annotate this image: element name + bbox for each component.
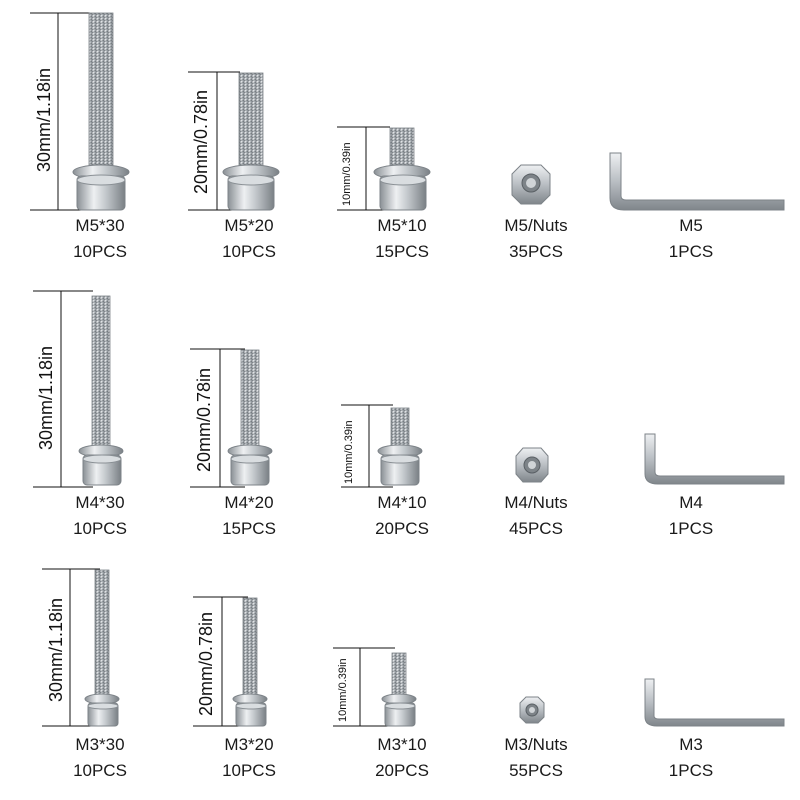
dimension-label: 30mm/1.18in (34, 67, 54, 172)
dimension-label: 30mm/1.18in (36, 345, 56, 450)
item-label: M3*30 10PCS (40, 732, 160, 784)
screw-m5-10 (373, 127, 431, 211)
item-name: M4 (679, 493, 703, 512)
item-name: M3*10 (377, 735, 427, 754)
item-quantity: 1PCS (668, 242, 714, 261)
item-name: M3*20 (224, 735, 274, 754)
item-name: M4*20 (224, 493, 274, 512)
item-quantity: 15PCS (222, 519, 276, 538)
hex-key-m4 (644, 433, 785, 485)
screw-m4-30 (78, 295, 124, 486)
item-quantity: 10PCS (222, 242, 276, 261)
item-label: M5*20 10PCS (189, 213, 309, 265)
item-label: M3*20 10PCS (189, 732, 309, 784)
item-quantity: 20PCS (375, 519, 429, 538)
item-name: M5*30 (75, 216, 125, 235)
item-quantity: 10PCS (222, 761, 276, 780)
item-name: M4*10 (377, 493, 427, 512)
item-name: M5*10 (377, 216, 427, 235)
item-quantity: 55PCS (509, 761, 563, 780)
item-name: M5 (679, 216, 703, 235)
dimension-label: 30mm/1.18in (46, 597, 66, 702)
nut-m3 (519, 696, 545, 724)
item-quantity: 10PCS (73, 761, 127, 780)
item-label: M4*10 20PCS (342, 490, 462, 542)
item-label: M5 1PCS (631, 213, 751, 265)
dimension-label: 10mm/0.39in (337, 658, 349, 722)
item-label: M3/Nuts 55PCS (476, 732, 596, 784)
screw-m3-30 (84, 569, 120, 727)
screw-m5-30 (72, 12, 130, 211)
item-quantity: 10PCS (73, 242, 127, 261)
item-name: M5/Nuts (504, 216, 568, 235)
dimension-label: 10mm/0.39in (341, 142, 353, 206)
item-quantity: 20PCS (375, 761, 429, 780)
dimension-label: 20mm/0.78in (196, 611, 216, 716)
hex-key-m5 (609, 152, 785, 211)
screw-m4-10 (377, 407, 423, 486)
item-label: M4*20 15PCS (189, 490, 309, 542)
screw-m3-20 (232, 597, 268, 727)
item-quantity: 35PCS (509, 242, 563, 261)
item-label: M5*30 10PCS (40, 213, 160, 265)
hex-key-m3 (644, 678, 785, 727)
item-label: M4/Nuts 45PCS (476, 490, 596, 542)
item-label: M5/Nuts 35PCS (476, 213, 596, 265)
item-quantity: 1PCS (668, 519, 714, 538)
item-quantity: 10PCS (73, 519, 127, 538)
item-quantity: 45PCS (509, 519, 563, 538)
item-label: M3*10 20PCS (342, 732, 462, 784)
dimension-line (30, 12, 390, 211)
item-name: M3*30 (75, 735, 125, 754)
item-name: M5*20 (224, 216, 274, 235)
item-name: M3 (679, 735, 703, 754)
item-label: M3 1PCS (631, 732, 751, 784)
item-name: M4/Nuts (504, 493, 568, 512)
dimension-label: 20mm/0.78in (194, 367, 214, 472)
item-label: M5*10 15PCS (342, 213, 462, 265)
screw-m4-20 (227, 349, 273, 486)
dimension-label: 10mm/0.39in (343, 420, 355, 484)
screw-m3-10 (381, 652, 417, 727)
dimension-line (33, 290, 393, 488)
item-quantity: 15PCS (375, 242, 429, 261)
dimension-label: 20mm/0.78in (191, 89, 211, 194)
nut-m5 (511, 164, 551, 205)
nut-m4 (515, 447, 549, 483)
item-name: M3/Nuts (504, 735, 568, 754)
item-name: M4*30 (75, 493, 125, 512)
item-label: M4 1PCS (631, 490, 751, 542)
item-quantity: 1PCS (668, 761, 714, 780)
screw-m5-20 (222, 72, 280, 211)
item-label: M4*30 10PCS (40, 490, 160, 542)
